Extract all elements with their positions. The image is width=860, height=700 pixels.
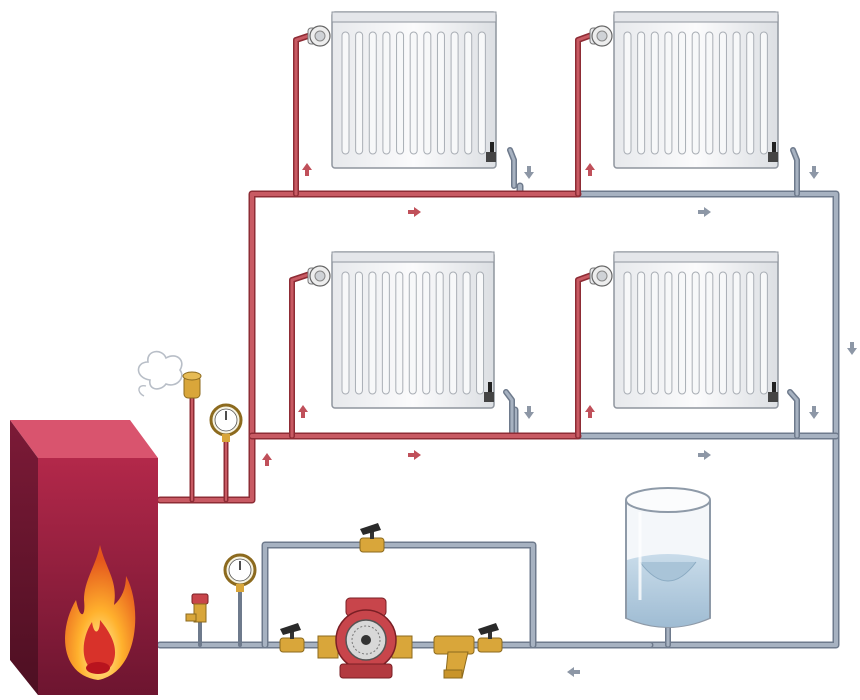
- y-strainer-icon: [433, 635, 475, 679]
- boiler-side: [10, 420, 38, 695]
- ball-valves: [279, 523, 503, 653]
- flow-arrow-icon: [847, 342, 857, 355]
- ball-valve-icon: [279, 623, 305, 653]
- ball-valve-icon: [359, 523, 385, 553]
- flow-arrow-icon: [698, 450, 711, 460]
- safety-valve-icon: [185, 593, 209, 623]
- flow-arrow-icon: [585, 405, 595, 418]
- flow-arrows: [262, 163, 857, 677]
- flow-arrow-icon: [302, 163, 312, 176]
- radiator-top-right: [589, 11, 779, 169]
- flow-arrow-icon: [809, 166, 819, 179]
- air-vent-icon: [137, 350, 202, 399]
- boiler-top: [10, 420, 158, 458]
- thermostatic-valve-icon: [589, 25, 613, 47]
- flow-arrow-icon: [524, 166, 534, 179]
- flow-arrow-icon: [698, 207, 711, 217]
- lockshield-valve-icon: [768, 142, 778, 162]
- flame-icon: [65, 545, 136, 680]
- lockshield-valve-icon: [768, 382, 778, 402]
- flow-arrow-icon: [567, 667, 580, 677]
- return-main-lower: [511, 406, 840, 440]
- radiator-bottom-right: [589, 251, 779, 409]
- flow-arrow-icon: [408, 450, 421, 460]
- flow-arrow-icon: [524, 406, 534, 419]
- flow-arrow-icon: [262, 453, 272, 466]
- boiler: [10, 420, 158, 695]
- ball-valve-icon: [477, 623, 503, 653]
- flow-arrow-icon: [298, 405, 308, 418]
- pressure-gauge-icon: [223, 553, 257, 592]
- thermostatic-valve-icon: [307, 265, 331, 287]
- lockshield-valve-icon: [484, 382, 494, 402]
- radiators: [307, 11, 779, 409]
- radiator-bottom-left: [307, 251, 495, 409]
- lockshield-valve-icon: [486, 142, 496, 162]
- radiator-top-left: [307, 11, 497, 169]
- flow-arrow-icon: [809, 406, 819, 419]
- flow-arrow-icon: [408, 207, 421, 217]
- flow-arrow-icon: [585, 163, 595, 176]
- thermostatic-valve-icon: [307, 25, 331, 47]
- open-expansion-tank-icon: [625, 487, 711, 628]
- pressure-gauge-icon: [209, 403, 243, 442]
- thermostatic-valve-icon: [589, 265, 613, 287]
- circulation-pump-icon: [317, 597, 413, 679]
